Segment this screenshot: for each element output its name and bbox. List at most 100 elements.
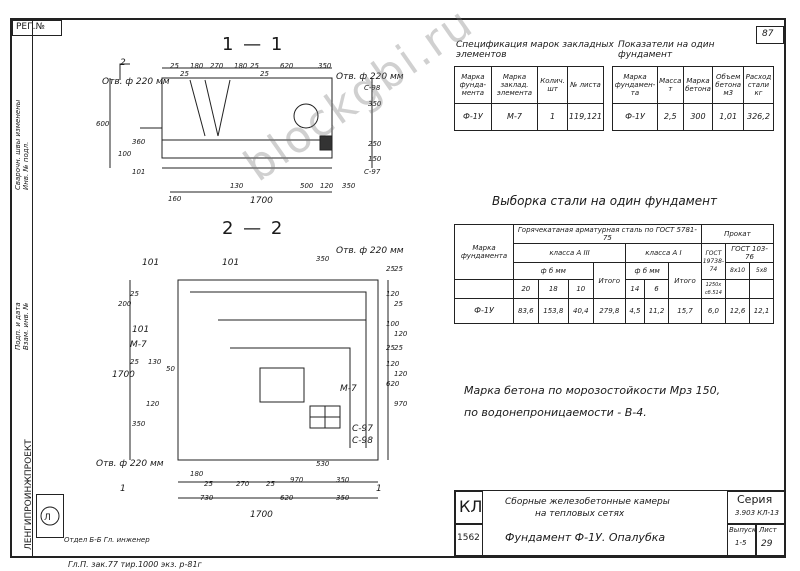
spec-header-row: Марка фунда-мента Марка заклад. элемента…: [454, 66, 605, 104]
view1-top-dim-2: 180: [190, 62, 204, 70]
ind-header-steel: Расход стали кг: [742, 66, 775, 104]
view2-cut-1-right: 1: [376, 484, 382, 494]
ind-cell-concrete: 300: [682, 103, 714, 131]
reg-box: РЕГ.№: [12, 20, 62, 36]
steel-empty-2: [725, 279, 750, 299]
view1-top-dim-4: 180: [234, 62, 248, 70]
code-label: 1562: [457, 533, 480, 543]
view1-top-dim-7: 350: [318, 62, 332, 70]
view2-bottom2-dim-1: 730: [200, 494, 214, 502]
ind-header-volume: Объем бетона м3: [712, 66, 744, 104]
view2-label-m7-right: М-7: [340, 384, 357, 394]
steel-row-a1-total: 15,7: [668, 298, 702, 324]
org-stamp: Л: [36, 494, 64, 538]
view1-hole-label: Отв. ф 220 мм: [102, 77, 170, 87]
steel-row-a3-1: 83,6: [513, 298, 539, 324]
view1-top-dim-1: 25: [170, 62, 179, 70]
steel-header-gost1: ГОСТ 19738-74: [700, 243, 727, 280]
view1-bottom-dim-1: 130: [230, 182, 244, 190]
side-label-2: Инв. № подл.: [22, 141, 30, 190]
indicators-title: Показатели на один фундамент: [618, 40, 715, 60]
indicators-header-row: Марка фундамен-та Масса т Марка бетона О…: [612, 66, 775, 104]
view2-right-dim-7: 970: [394, 400, 408, 408]
note-water: по водонепроницаемости - В-4.: [464, 406, 647, 419]
title-name-2: на тепловых сетях: [535, 509, 625, 519]
view2-label-c98: С-98: [352, 436, 373, 446]
spec-cell-mark: Ф-1У: [454, 103, 492, 131]
spec-header-sheet: № листа: [566, 66, 605, 104]
steel-row-g1: 6,0: [700, 298, 727, 324]
view1-top-dim-3: 270: [210, 62, 224, 70]
list-value: 29: [761, 539, 773, 549]
view2-hole-label: Отв. ф 220 мм: [336, 246, 404, 256]
steel-header-klass-a1: класса А I: [625, 243, 702, 263]
steel-diameter-row: 20 18 10 14 6 1250x сб.514: [454, 279, 774, 299]
view2-right-dim-5: 120: [394, 370, 408, 378]
view1-left-dim-1: 600: [96, 120, 110, 128]
steel-row-a3-total: 279,8: [592, 298, 627, 324]
view1-label-c97: С-97: [364, 168, 381, 176]
steel-d-g1: 1250x сб.514: [700, 279, 727, 299]
view2-left-dim-4: 25: [130, 358, 139, 366]
code-box: [455, 523, 483, 556]
steel-d-a3-1: 20: [513, 279, 539, 299]
steel-header-row-3: ф б мм Итого ф б мм Итого 8x10 5x8: [455, 262, 774, 299]
view2-label-m7: М-7: [130, 340, 147, 350]
view1-label-c98: С-98: [364, 84, 381, 92]
view2-bottom2-dim-2: 620: [280, 494, 294, 502]
steel-d-g2-2: 5x8: [749, 262, 774, 280]
spec-cell-sheet: 119,121: [566, 103, 605, 131]
steel-d-g2-1: 8x10: [725, 262, 750, 280]
steel-d-a1-2: 6: [643, 279, 670, 299]
view2-top-dim-6: 100: [386, 320, 400, 328]
steel-header-gost2: ГОСТ 103-76: [725, 243, 774, 263]
svg-text:Л: Л: [44, 513, 51, 523]
view2-bottom-dim-3: 270: [236, 480, 250, 488]
view2-top-dim-2: 25: [386, 265, 395, 273]
spec-header-qty: Колич. шт: [537, 66, 568, 104]
steel-header-row-2: класса А III класса А I ГОСТ 19738-74 ГО…: [455, 243, 774, 280]
view2-label-101-a: 101: [142, 258, 160, 268]
spec-cell-qty: 1: [537, 103, 568, 131]
steel-header-group1: Горячекатаная арматурная сталь по ГОСТ 5…: [513, 224, 702, 244]
view2-label-101-b: 101: [222, 258, 240, 268]
list-label: Лист: [759, 526, 777, 534]
kl-box: [455, 491, 483, 525]
view2-bottom-dim-5: 970: [290, 476, 304, 484]
view1-bottom-dim-3: 120: [320, 182, 334, 190]
side-label-1: Сварочн. швы изменены: [14, 99, 22, 190]
steel-header-itogo2: Итого: [668, 262, 702, 299]
view2-top-dim-5: 25: [394, 300, 403, 308]
steel-header-mark: Марка фундамента: [454, 224, 514, 280]
view2-right-dim-3: 25: [394, 344, 403, 352]
reg-label: РЕГ.№: [16, 22, 45, 32]
view2-bottom-dim-2: 25: [204, 480, 213, 488]
view1-right-dim-2: 250: [368, 140, 382, 148]
section-2-2-title: 2 — 2: [222, 218, 285, 239]
view2-total: 1700: [250, 510, 273, 520]
view2-bottom-dim-6: 350: [336, 476, 350, 484]
view2-left-dim-7: 120: [146, 400, 160, 408]
view2-left-dim-5: 130: [148, 358, 162, 366]
steel-header-row-1: Марка фундамента Горячекатаная арматурна…: [454, 224, 775, 280]
org-vertical: ЛЕНГИПРОИНЖПРОЕКТ: [24, 439, 34, 550]
ind-cell-mark: Ф-1У: [612, 103, 658, 131]
steel-header-klass-a3: класса А III: [512, 243, 627, 263]
view1-bottom-dim-2: 500: [300, 182, 314, 190]
steel-table: Марка фундамента Горячекатаная арматурна…: [454, 224, 775, 324]
view2-right-dim-1: 120: [394, 330, 408, 338]
steel-row-g2-2: 12,1: [749, 298, 774, 324]
sheet-number: 87: [762, 29, 774, 39]
view1-bottom-dim-4: 350: [342, 182, 356, 190]
table-row: Ф-1У М-7 1 119,121: [454, 103, 605, 131]
spec-header-element: Марка заклад. элемента: [490, 66, 539, 104]
ind-cell-mass: 2,5: [656, 103, 684, 131]
spec-header-mark: Марка фунда-мента: [454, 66, 492, 104]
view2-cut-1-left: 1: [120, 484, 126, 494]
view1-small-2: 25: [180, 70, 189, 78]
view2-left-total: 1700: [112, 370, 135, 380]
view1-left-dim-4: 100: [118, 150, 132, 158]
spec-table: Марка фунда-мента Марка заклад. элемента…: [454, 66, 605, 131]
steel-header-itogo1: Итого: [592, 262, 627, 299]
steel-row-a3-2: 153,8: [537, 298, 570, 324]
